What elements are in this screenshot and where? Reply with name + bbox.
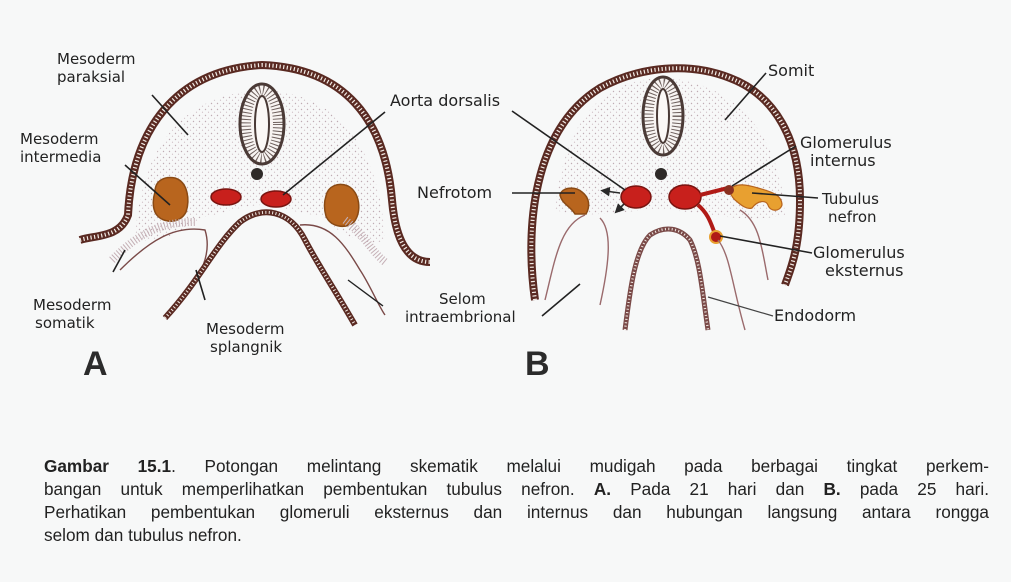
label-somit: Somit <box>768 61 815 80</box>
caption-title: Gambar 15.1 <box>44 456 172 476</box>
panel-a-intermediate-mesoderm-left <box>152 176 189 222</box>
caption-line-4: selom dan tubulus nefron. <box>44 525 242 545</box>
panel-b-aorta-left <box>620 185 652 209</box>
label-aorta-dorsalis: Aorta dorsalis <box>390 91 501 110</box>
panel-b-aorta-right <box>668 184 702 210</box>
panel-a-aorta-left <box>210 188 242 206</box>
caption-line-1: Gambar 15.1. Potongan melintang skematik… <box>44 456 989 476</box>
panel-b-endoderm <box>622 226 711 331</box>
panel-b-glomerulus-internus <box>724 185 734 195</box>
figure-caption: Gambar 15.1. Potongan melintang skematik… <box>44 455 989 547</box>
label-endodorm: Endodorm <box>774 306 857 325</box>
caption-line-3: Perhatikan pembentukan glomeruli ekstern… <box>44 502 989 522</box>
panel-b-tubulus-nefron <box>729 184 783 211</box>
label-nefrotom: Nefrotom <box>417 183 493 202</box>
panel-b-notochord <box>655 168 667 180</box>
label-mesoderm-somatik: Mesoderm somatik <box>33 296 112 332</box>
panel-b-glomerulus-eksternus <box>709 230 723 244</box>
caption-line-2: bangan untuk memperlihatkan pembentukan … <box>44 479 989 499</box>
label-selom-intraembrional: Selom intraembrional <box>405 290 516 326</box>
panel-b-diagram <box>511 64 819 331</box>
panel-a-notochord <box>251 168 263 180</box>
panel-b-ectoderm <box>527 64 805 301</box>
label-mesoderm-intermedia: Mesoderm intermedia <box>20 130 102 166</box>
panel-b-letter: B <box>525 345 550 383</box>
panel-a-diagram <box>78 60 431 327</box>
panel-a-intermediate-mesoderm-right <box>323 183 360 228</box>
panel-a-letter: A <box>83 345 108 383</box>
label-mesoderm-paraksial: Mesoderm paraksial <box>57 50 136 86</box>
label-mesoderm-splangnik: Mesoderm splangnik <box>206 320 285 356</box>
label-tubulus-nefron: Tubulus nefron <box>822 190 879 226</box>
label-glomerulus-internus: Glomerulus internus <box>800 133 892 170</box>
panel-a-aorta-right <box>260 190 292 208</box>
panel-a-mesoderm <box>135 90 385 243</box>
label-glomerulus-eksternus: Glomerulus eksternus <box>813 243 905 280</box>
panel-b-nefrotom <box>559 187 590 215</box>
